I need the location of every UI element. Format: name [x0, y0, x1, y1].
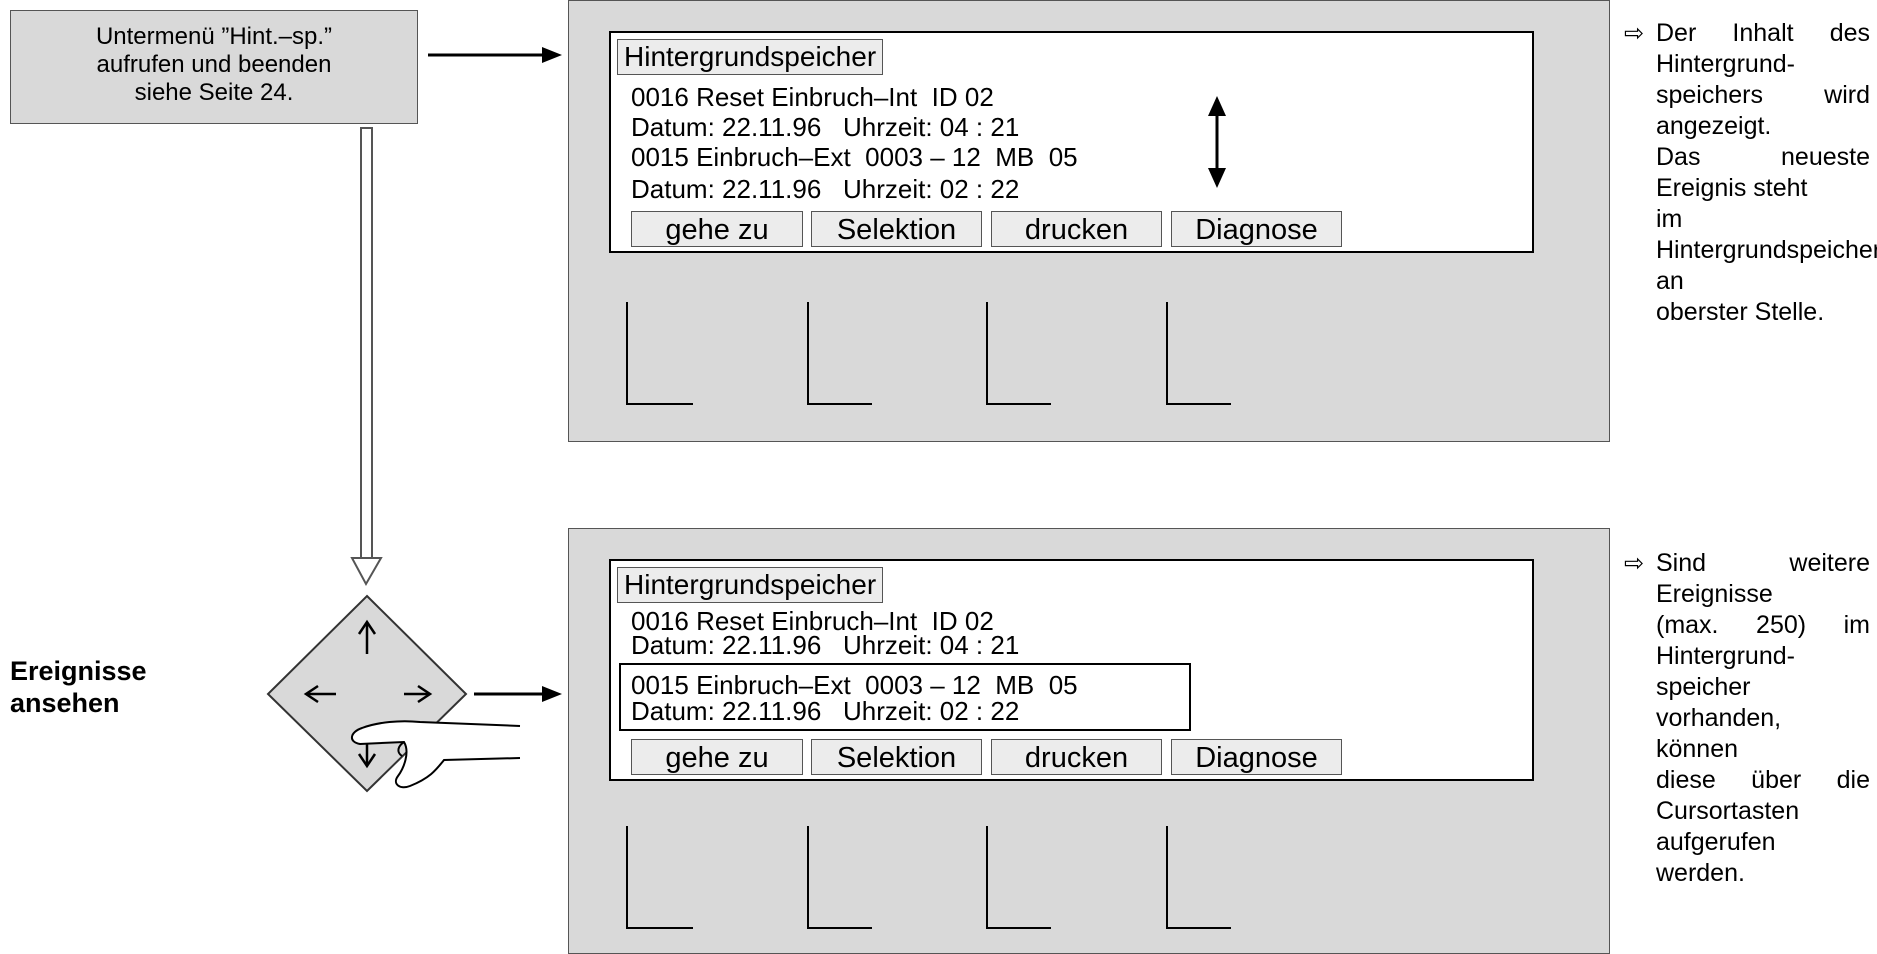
softkey-selection[interactable]: Selektion: [811, 211, 982, 247]
softkey-goto[interactable]: gehe zu: [631, 211, 803, 247]
arrow-right-icon: [474, 686, 562, 702]
event-line-selected: Datum: 22.11.96 Uhrzeit: 02 : 22: [631, 696, 1020, 726]
note-text: Der Inhalt des Hintergrund- speichers wi…: [1656, 18, 1877, 328]
instruction-line: aufrufen und beenden: [96, 51, 332, 78]
softkey-diagnose[interactable]: Diagnose: [1171, 739, 1342, 775]
softkey-bracket-icon: [626, 826, 1231, 929]
scroll-up-down-icon: [1208, 96, 1226, 188]
event-line: Datum: 22.11.96 Uhrzeit: 04 : 21: [631, 112, 1020, 142]
instruction-line: Untermenü ”Hint.–sp.”: [95, 23, 333, 50]
note-line: Das neueste Ereignis steht: [1656, 143, 1870, 202]
screen-title: Hintergrundspeicher: [617, 567, 884, 603]
side-heading-line: ansehen: [10, 688, 120, 718]
softkey-print[interactable]: drucken: [991, 211, 1162, 247]
instruction-box: Untermenü ”Hint.–sp.” aufrufen und beend…: [10, 10, 418, 124]
softkey-selection[interactable]: Selektion: [811, 739, 982, 775]
event-line: 0015 Einbruch–Ext 0003 – 12 MB 05: [631, 142, 1078, 172]
event-line: 0016 Reset Einbruch–Int ID 02: [631, 606, 994, 636]
note-line: speicher vorhanden, können: [1656, 673, 1782, 763]
event-line: Datum: 22.11.96 Uhrzeit: 04 : 21: [631, 630, 1020, 660]
event-line: 0016 Reset Einbruch–Int ID 02: [631, 82, 994, 112]
softkey-bracket-icon: [626, 302, 1231, 405]
note-line: oberster Stelle.: [1656, 298, 1825, 326]
softkey-print[interactable]: drucken: [991, 739, 1162, 775]
note-line: Sind weitere Ereignisse: [1656, 549, 1870, 608]
note-text: Sind weitere Ereignisse (max. 250) im Hi…: [1656, 548, 1870, 889]
display-screen-bottom: Hintergrundspeicher 0016 Reset Einbruch–…: [609, 559, 1534, 781]
hollow-down-arrow-icon: [350, 127, 383, 587]
display-screen-top: Hintergrundspeicher 0016 Reset Einbruch–…: [609, 31, 1534, 253]
note-line: (max. 250) im Hintergrund-: [1656, 611, 1870, 670]
arrow-right-icon: [428, 47, 562, 63]
event-line-selected: 0015 Einbruch–Ext 0003 – 12 MB 05: [631, 670, 1078, 700]
note-arrow-icon: ⇨: [1624, 550, 1645, 577]
pressing-hand-icon: [351, 720, 521, 789]
note-line: Der Inhalt des Hintergrund-: [1656, 19, 1870, 78]
softkey-diagnose[interactable]: Diagnose: [1171, 211, 1342, 247]
instruction-line: siehe Seite 24.: [134, 79, 294, 106]
device-panel-bottom: Hintergrundspeicher 0016 Reset Einbruch–…: [568, 528, 1610, 954]
note-line: im Hintergrundspeicher an: [1656, 205, 1877, 295]
side-heading: Ereignisse ansehen: [10, 655, 147, 719]
note-line: speichers wird angezeigt.: [1656, 81, 1870, 140]
softkey-goto[interactable]: gehe zu: [631, 739, 803, 775]
screen-title: Hintergrundspeicher: [617, 39, 884, 75]
note-arrow-icon: ⇨: [1624, 20, 1645, 47]
side-heading-line: Ereignisse: [10, 656, 147, 686]
selected-event-frame: [619, 663, 1191, 731]
note-line: diese über die Cursortasten: [1656, 766, 1870, 825]
device-panel-top: Hintergrundspeicher 0016 Reset Einbruch–…: [568, 0, 1610, 442]
note-line: aufgerufen werden.: [1656, 828, 1776, 887]
event-line: Datum: 22.11.96 Uhrzeit: 02 : 22: [631, 174, 1020, 204]
